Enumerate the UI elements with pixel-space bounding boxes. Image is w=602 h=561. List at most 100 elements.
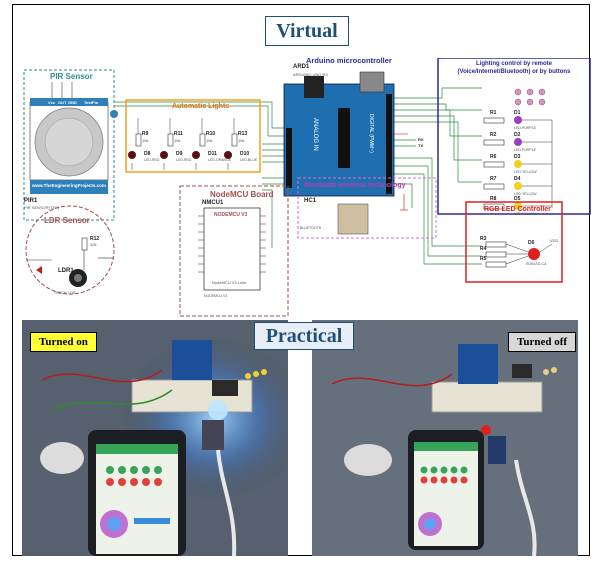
auto-r9-val: 10k [142,138,149,143]
remote-d3: D3 [514,154,521,160]
rgb-title: RGB LED Controller [484,206,551,213]
auto-d11: D11 [208,151,217,157]
remote-d4: D4 [514,176,521,182]
bluetooth-ref: HC1 [304,198,317,204]
pir-site: www.TheEngineeringProjects.com [32,183,106,188]
remote-r6: R6 [490,154,497,160]
remote-r8: R8 [490,196,497,202]
rgb-led-type: RGBLED-CA [526,262,547,266]
remote-d3-type: LED-YELLOW [514,170,537,174]
pir-test-label: TestPin [84,100,99,105]
ldr-sensor-box [25,205,115,295]
rgb-r4: R4 [480,246,487,252]
remote-d1: D1 [514,110,521,116]
auto-resistors [135,133,238,147]
ldr-sub: TORCH_LDR [54,291,76,295]
auto-r10: R10 [206,131,216,137]
remote-d4-type: LED-YELLOW [514,192,537,196]
turned-off-badge: Turned off [508,332,577,352]
auto-d11-type: LED-ORANGE [208,158,232,162]
remote-r1: R1 [490,110,497,116]
pir-photo [40,442,84,474]
auto-r11-val: 10k [174,138,181,143]
svg-text:DIGITAL (PWM~): DIGITAL (PWM~) [368,114,374,153]
microcontroller-chip [338,108,350,168]
bluetooth-sub: BLUETOOTH [300,226,322,230]
rgb-led-ref: D6 [528,240,535,246]
breadboard-off [431,381,543,413]
photo-turned-on [22,320,288,556]
auto-r10-val: 10k [206,138,213,143]
remote-lighting-box [437,58,591,215]
pir-pin-out: OUT [58,100,67,105]
remote-buttons [514,88,546,106]
bluetooth-rx: RX [418,137,424,142]
photo-on-scene [22,320,288,556]
bluetooth-title: Bluetooth wireless technology [304,182,406,189]
pir-test-pin [110,110,118,118]
rgb-vdd: VDD [550,238,559,243]
circuit-wires [114,87,482,265]
arduino-sub: ARDUINO UNO R3 [293,72,328,77]
ldr-res-val: 10k [90,242,97,247]
auto-r13-val: 10k [238,138,245,143]
bluetooth-tx: TX [418,143,424,148]
auto-d9-type: LED-RED [176,158,192,162]
auto-leds [128,151,232,159]
rgb-r3: R3 [480,236,487,242]
auto-d10-type: LED-BLUE [240,158,258,162]
power-jack [304,76,324,98]
remote-d5: D5 [514,196,521,202]
usb-port [359,71,385,93]
remote-lighting-title: Lighting control by remote (Voice/Intern… [457,61,571,75]
nodemcu-box [179,185,289,317]
virtual-heading: Virtual [265,16,349,46]
ldr-res-ref: R12 [90,236,100,242]
ldr-title: LDR Sensor [44,216,90,225]
arduino-title: Arduino microcontroller [306,56,392,65]
remote-r7: R7 [490,176,497,182]
remote-resistors [483,117,505,210]
arduino-photo [172,340,212,380]
nodemcu-sub2: NODEMCU V3 [204,294,228,298]
bluetooth-box [297,177,437,239]
auto-r13: R13 [238,131,248,137]
remote-d2: D2 [514,132,521,138]
remote-d2-type: LED-PURPLE [514,148,536,152]
bluetooth-module [337,203,369,235]
circuit-schematic: ANALOG IN DIGITAL (PWM~) [23,58,591,317]
rgb-r5: R5 [480,256,487,262]
pir-sub: PIR SENSOR(TEP) [24,205,60,210]
ldr-ref: LDR1 [58,268,74,274]
nodemcu-sub: NodeMCU V3 Lolin [212,280,247,285]
nodemcu-ref: NMCU1 [202,200,224,206]
nodemcu-title: NodeMCU Board [210,190,274,199]
auto-r11: R11 [174,131,183,137]
nodemcu-chip-label: NODEMCU V3 [214,212,248,218]
auto-d8: D8 [144,151,151,157]
rgb-led [528,248,540,260]
photo-off-scene [312,320,578,556]
nodemcu-chip [203,207,261,291]
pir-sensor-box [23,69,115,221]
auto-d9: D9 [176,151,183,157]
practical-heading: Practical [254,322,354,350]
turned-on-badge: Turned on [30,332,97,352]
pir-pin-gnd: GND [68,100,77,105]
photo-turned-off [312,320,578,556]
auto-d10: D10 [240,151,250,157]
auto-d8-type: LED-RED [144,158,160,162]
remote-r2: R2 [490,132,497,138]
arduino-ref: ARD1 [293,64,310,70]
remote-d5-type: LED-YELLOW [514,212,537,216]
torch-icon [36,266,42,274]
pir-ref: PIR1 [24,198,38,204]
auto-r9: R9 [142,131,149,137]
rgb-resistors [485,241,507,268]
remote-leds [514,116,522,210]
rgb-controller-box [465,201,563,283]
pir-pin-vcc: Vcc [48,100,56,105]
automatic-lights-title: Automatic Lights [172,103,230,110]
remote-d1-type: LED-PURPLE [514,126,536,130]
automatic-lights-box [125,99,261,173]
